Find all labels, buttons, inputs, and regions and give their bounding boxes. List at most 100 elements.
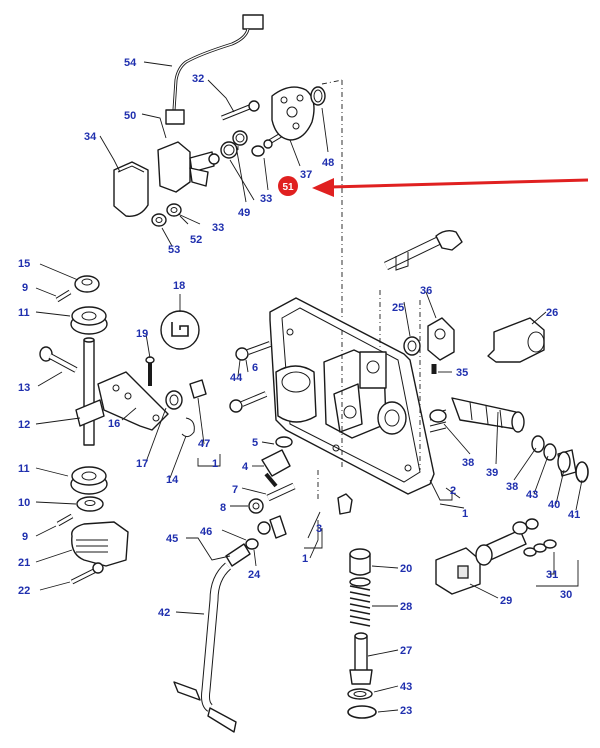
valve-body-30: [475, 518, 539, 566]
o-rings-31: [523, 539, 557, 557]
callout-43-right: 43: [526, 489, 538, 501]
nut-8: [248, 498, 264, 514]
solenoid-29: [435, 547, 481, 595]
callout-49: 49: [238, 207, 250, 219]
callout-40: 40: [548, 499, 560, 511]
sensor-4-5: [261, 436, 293, 488]
lever-16: [97, 371, 169, 431]
callout-35: 35: [456, 367, 468, 379]
seals-43-23: [347, 688, 377, 719]
callout-32: 32: [192, 73, 204, 85]
callout-45: 45: [166, 533, 178, 545]
shaft-12: [75, 337, 105, 446]
callout-10: 10: [18, 497, 30, 509]
screw-19: [145, 356, 155, 386]
callout-1-bottom: 1: [302, 553, 308, 565]
flange-plate-37: [271, 86, 315, 141]
sensor-cable-54: [165, 14, 264, 125]
callout-41: 41: [568, 509, 580, 521]
callout-39: 39: [486, 467, 498, 479]
callout-16: 16: [108, 418, 120, 430]
bushing-11-top: [70, 306, 108, 335]
shift-fork-26: [487, 317, 545, 363]
callout-18: 18: [173, 280, 185, 292]
callout-33-nut: 33: [212, 222, 224, 234]
callout-52: 52: [190, 234, 202, 246]
callout-26: 26: [546, 307, 558, 319]
callout-53: 53: [168, 244, 180, 256]
highlight-arrow: [312, 178, 589, 197]
callout-15: 15: [18, 258, 30, 270]
callout-11-bottom: 11: [18, 463, 30, 475]
callout-6: 6: [252, 362, 258, 374]
callout-42: 42: [158, 607, 170, 619]
pin-9-bottom: [56, 513, 74, 527]
plug-3: [337, 493, 353, 515]
callout-36: 36: [420, 285, 432, 297]
washer-10: [76, 496, 104, 512]
callout-8: 8: [220, 502, 226, 514]
fitting-24-46: [225, 515, 287, 567]
callout-14: 14: [166, 474, 179, 486]
callout-38-right: 38: [506, 481, 518, 493]
housing-plate: [269, 297, 435, 495]
callout-17: 17: [136, 458, 148, 470]
nuts-53-52: [151, 203, 182, 227]
piston-27: [349, 632, 373, 685]
callout-48: 48: [322, 157, 334, 169]
callout-47: 47: [198, 438, 210, 450]
screw-22: [70, 562, 104, 585]
callout-29: 29: [500, 595, 512, 607]
detail-circle-18: [160, 310, 200, 350]
pin-9-top: [55, 289, 72, 303]
spring-38: [429, 409, 447, 433]
callout-44: 44: [230, 372, 243, 384]
highlight-label: 51: [282, 182, 294, 193]
cap-20: [349, 548, 371, 576]
leader-lines: [35, 61, 583, 713]
highlight-badge-51: 51: [278, 176, 298, 196]
callout-24: 24: [248, 569, 261, 581]
callout-12: 12: [18, 419, 30, 431]
bushing-11-bottom: [70, 466, 108, 495]
callout-9-top: 9: [22, 282, 28, 294]
spool-39: [451, 397, 525, 433]
callout-33-top: 33: [260, 193, 272, 205]
lever-36: [427, 317, 455, 361]
bracket-21: [71, 521, 129, 567]
callout-28: 28: [400, 601, 412, 613]
callout-19: 19: [136, 328, 148, 340]
callout-54: 54: [124, 57, 137, 69]
plug-40: [557, 449, 577, 477]
callout-1-left: 1: [212, 458, 218, 470]
bolt-6: [235, 341, 272, 361]
callout-labels: 54 32 50 34 49 33 53 52 33 37 48 15 9 11…: [18, 57, 580, 717]
o-rings-49: [220, 130, 248, 159]
callout-4: 4: [242, 461, 249, 473]
callout-46: 46: [200, 526, 212, 538]
callout-30: 30: [560, 589, 572, 601]
callout-31: 31: [546, 569, 558, 581]
callout-3: 3: [316, 523, 322, 535]
callout-43-bottom: 43: [400, 681, 412, 693]
callout-11-top: 11: [18, 307, 30, 319]
callout-23: 23: [400, 705, 412, 717]
bolt-32: [221, 100, 260, 121]
callout-13: 13: [18, 382, 30, 394]
o-ring-25: [403, 336, 421, 356]
callout-21: 21: [18, 557, 30, 569]
pipe-42: [173, 562, 237, 733]
bolt-7: [266, 482, 296, 502]
circlip-41: [575, 461, 589, 483]
callout-9-bottom: 9: [22, 531, 28, 543]
callout-1-right: 1: [462, 508, 468, 520]
bolt-44: [229, 391, 268, 413]
sensor-body-50: [157, 141, 220, 193]
o-rings-38-43: [531, 435, 557, 461]
washer-15: [74, 275, 100, 293]
callout-34: 34: [84, 131, 97, 143]
callout-27: 27: [400, 645, 412, 657]
callout-20: 20: [400, 563, 412, 575]
